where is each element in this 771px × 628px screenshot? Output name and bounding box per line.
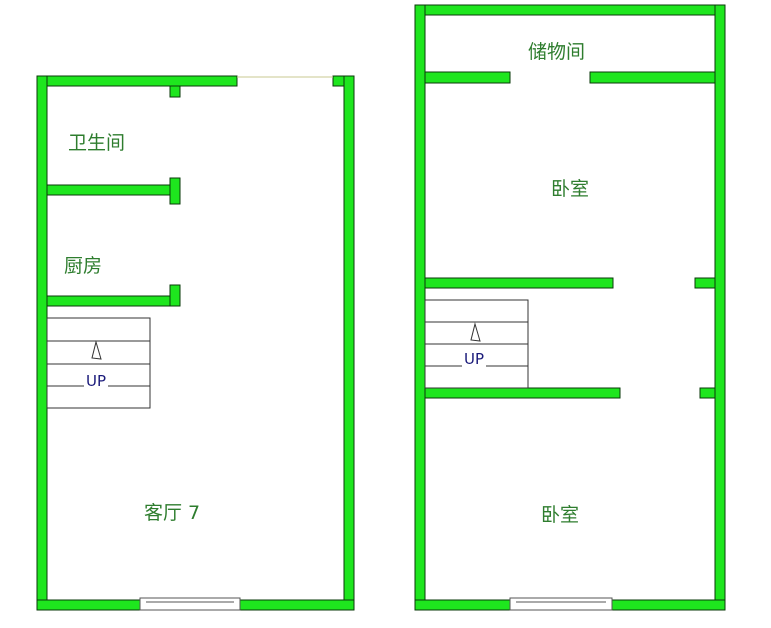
room-label-kitchen: 厨房 (64, 255, 103, 277)
right-plan (414, 4, 726, 611)
window (139, 597, 241, 611)
room-label-bathroom: 卫生间 (68, 132, 126, 154)
left-plan (36, 75, 355, 611)
stairs-left (46, 317, 151, 409)
arrow-up-icon (470, 322, 481, 342)
room-label-living-room: 客厅 7 (144, 502, 201, 524)
room-label-bedroom-lower: 卧室 (541, 504, 580, 526)
stairs-right (424, 299, 529, 389)
stairs-up-label-right: UP (462, 350, 487, 368)
room-label-bedroom-upper: 卧室 (551, 178, 590, 200)
stairs-up-label-left: UP (84, 372, 109, 390)
arrow-up-icon (91, 340, 102, 360)
room-label-storage: 储物间 (528, 41, 586, 63)
window (509, 597, 613, 611)
